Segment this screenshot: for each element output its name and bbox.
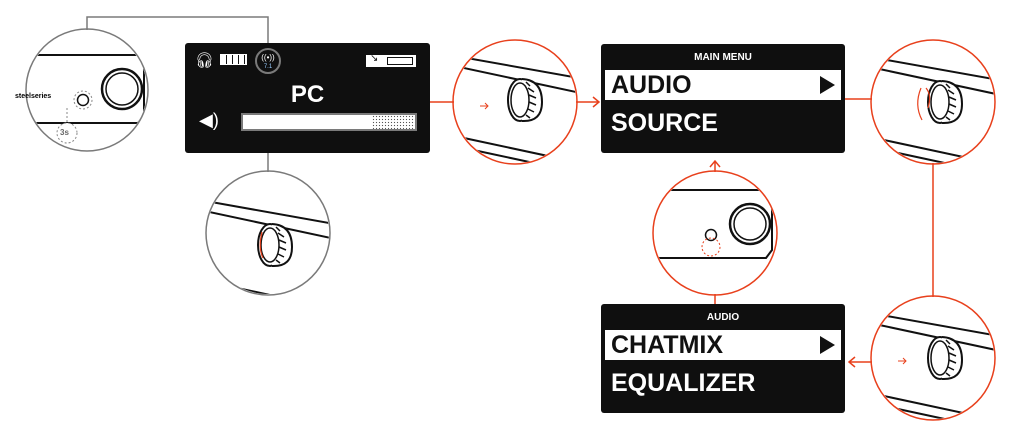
status-screen: 🎧︎ ((•))7.1 ↘ PC ◀) [185, 43, 430, 153]
play-arrow-icon [820, 76, 835, 94]
menu-item-audio[interactable]: AUDIO [605, 70, 841, 100]
arrow-right-icon [576, 96, 601, 108]
charging-battery-icon: ↘ [366, 53, 416, 67]
volume-bar-remaining [372, 115, 415, 129]
speaker-volume-icon: ◀) [199, 110, 219, 130]
source-label: PC [290, 81, 325, 108]
menu-title: AUDIO [706, 312, 740, 323]
volume-bar[interactable] [241, 113, 417, 131]
menu-item-label: CHATMIX [611, 331, 724, 359]
menu-title: MAIN MENU [694, 52, 752, 63]
surround-icon: ((•))7.1 [255, 48, 281, 74]
headphones-icon: 🎧︎ [195, 52, 215, 69]
audio-menu-screen: AUDIO CHATMIX EQUALIZER [601, 304, 845, 413]
menu-item-chatmix[interactable]: CHATMIX [605, 330, 841, 360]
menu-item-source[interactable]: SOURCE [611, 109, 718, 137]
hold-button-detail [27, 53, 146, 125]
hold-duration-label: 3s [60, 128, 69, 137]
main-menu-screen: MAIN MENU AUDIO SOURCE [601, 44, 845, 153]
connector-line [86, 16, 269, 48]
menu-item-equalizer[interactable]: EQUALIZER [611, 369, 756, 397]
brand-text: steelseries [15, 93, 52, 100]
volume-knob-detail [207, 199, 329, 294]
menu-item-label: AUDIO [611, 71, 692, 99]
battery-icon [220, 54, 247, 65]
arrow-left-icon [847, 356, 872, 368]
surround-badge: 7.1 [263, 64, 273, 70]
play-arrow-icon [820, 336, 835, 354]
back-button-detail [654, 188, 774, 260]
